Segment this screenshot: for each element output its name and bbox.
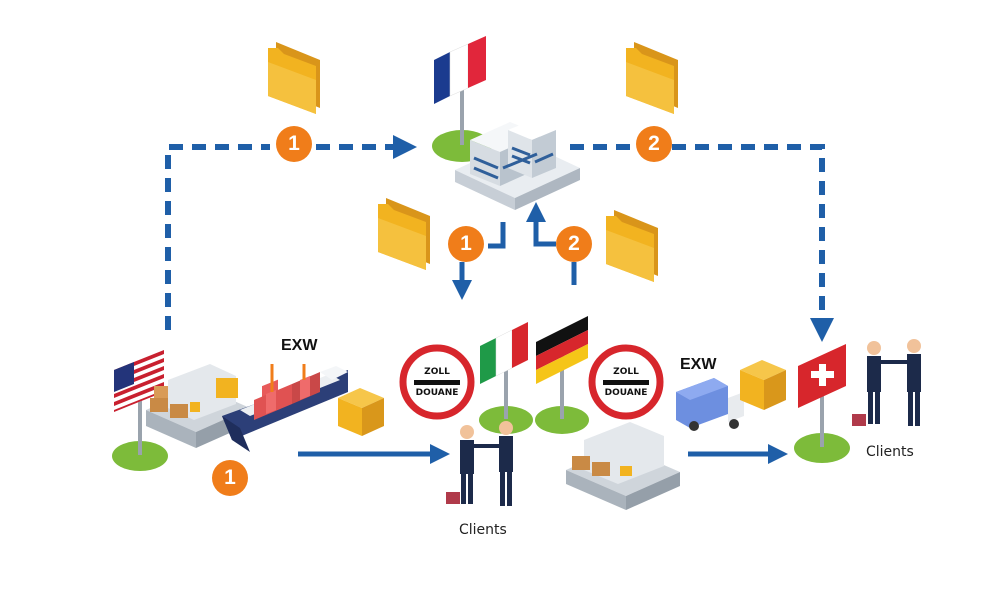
cargo-ship: [222, 364, 348, 452]
clients-label: Clients: [866, 444, 914, 460]
grass-disk: [479, 406, 533, 434]
step-badge-2: 2: [636, 126, 672, 162]
grass-disk: [112, 441, 168, 471]
package-box: [338, 388, 384, 436]
step-badge-2: 2: [556, 226, 592, 262]
business-people-middle: [446, 421, 513, 506]
dashed-flow-right: [570, 144, 834, 342]
italy-flag: [480, 322, 528, 419]
arrow-up-to-hq: [526, 202, 577, 285]
customs-sign-right: [588, 344, 664, 420]
headquarters-building: [455, 120, 580, 210]
customs-sign-text: ZOLL: [613, 367, 639, 377]
customs-sign-text: ZOLL: [424, 367, 450, 377]
exw-label: EXW: [281, 337, 318, 354]
grass-disk: [535, 406, 589, 434]
delivery-truck: [676, 378, 744, 431]
usa-flag: [114, 350, 164, 455]
step-badge-1: 1: [448, 226, 484, 262]
package-box: [740, 360, 786, 410]
step-badge-1: 1: [276, 126, 312, 162]
folder-icon: [378, 198, 430, 270]
folder-icon: [626, 42, 678, 114]
dashed-flow-left: [165, 135, 417, 330]
clients-label: Clients: [459, 522, 507, 538]
germany-flag: [536, 316, 588, 419]
grass-disk: [794, 433, 850, 463]
france-flag: [434, 36, 486, 145]
business-people-right: [852, 339, 921, 426]
exw-label: EXW: [680, 356, 717, 373]
warehouse-right: [566, 422, 680, 510]
customs-sign-left: [399, 344, 475, 420]
folder-icon: [606, 210, 658, 282]
switzerland-flag: [798, 344, 846, 447]
customs-sign-text: DOUANE: [415, 388, 459, 398]
step-badge-1: 1: [212, 460, 248, 496]
folder-icon: [268, 42, 320, 114]
customs-sign-text: DOUANE: [604, 388, 648, 398]
arrow-down-from-hq: [452, 222, 506, 300]
